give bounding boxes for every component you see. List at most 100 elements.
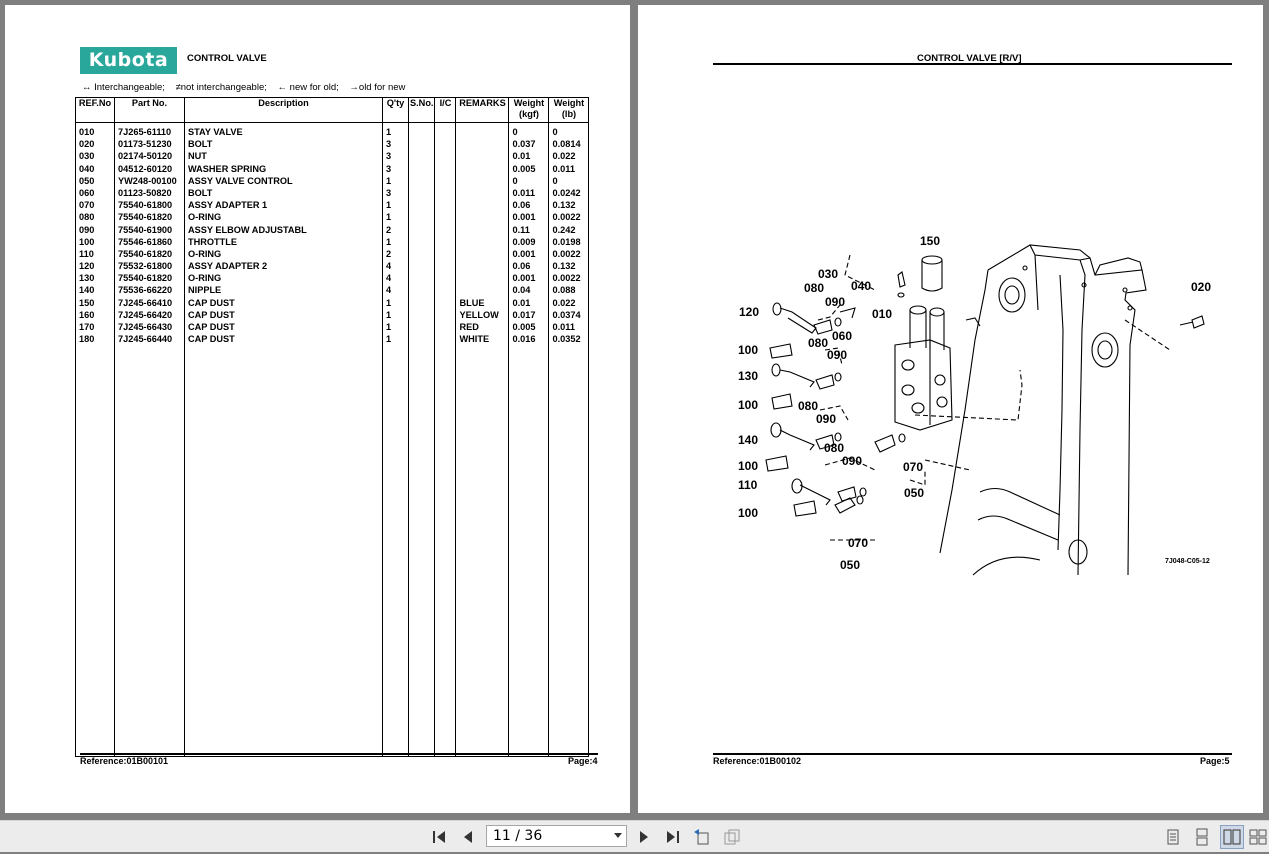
cell-ic <box>434 223 457 236</box>
cell-ref-no: 120 <box>75 260 115 273</box>
cell-part-no: 75540-61800 <box>114 199 185 212</box>
cell-s-no <box>407 333 436 346</box>
two-page-continuous-button[interactable] <box>1248 827 1268 847</box>
cap-dust-shape <box>921 255 943 292</box>
next-page-button[interactable] <box>633 827 653 847</box>
cell-part-no: 75540-61820 <box>114 272 185 285</box>
cell-part-no: 01123-50820 <box>114 186 185 200</box>
previous-page-button[interactable] <box>459 827 479 847</box>
cell-part-no: 04512-60120 <box>114 162 185 175</box>
cell-s-no <box>407 162 436 175</box>
callout-090-d: 090 <box>842 454 862 468</box>
cell-description: ASSY ADAPTER 1 <box>184 199 383 212</box>
cell-part-no: 01173-51230 <box>114 138 185 151</box>
cell-part-no: 75540-61820 <box>114 247 185 261</box>
right-title-rule <box>713 63 1232 65</box>
callout-100: 100 <box>738 343 758 357</box>
previous-view-icon <box>694 829 709 845</box>
callout-080-b: 080 <box>808 336 828 350</box>
cell-part-no: 02174-50120 <box>114 150 185 163</box>
callout-110: 110 <box>738 478 758 492</box>
cell-ref-no: 010 <box>75 122 115 139</box>
cell-description: STAY VALVE <box>184 122 383 139</box>
cell-remarks: BLUE <box>455 296 510 309</box>
control-valve-body <box>894 305 953 431</box>
cell-s-no <box>407 138 436 151</box>
cell-remarks <box>455 284 510 297</box>
continuous-page-icon <box>1196 828 1208 846</box>
cell-weight-lb: 0.022 <box>548 296 590 309</box>
callout-050-b: 050 <box>840 558 860 572</box>
cell-s-no <box>407 321 436 334</box>
single-page-view-button[interactable] <box>1163 827 1183 847</box>
cell-description: O-RING <box>184 211 383 224</box>
cell-ref-no: 110 <box>75 247 115 261</box>
cell-ref-no: 050 <box>75 174 115 187</box>
cell-weight-lb: 0.0022 <box>548 272 590 285</box>
cell-s-no <box>407 186 436 200</box>
cell-part-no: 7J245-66420 <box>114 308 185 321</box>
cell-s-no <box>407 174 436 187</box>
previous-page-icon <box>464 831 472 843</box>
cell-weight-lb: 0.0352 <box>548 333 590 346</box>
cell-ref-no: 030 <box>75 150 115 163</box>
cell-description: CAP DUST <box>184 333 383 346</box>
cell-remarks <box>455 272 510 285</box>
filler-cell <box>75 345 115 758</box>
cell-ref-no: 150 <box>75 296 115 309</box>
page-number-select[interactable]: 11 / 36 <box>486 825 627 847</box>
cell-part-no: 7J245-66410 <box>114 296 185 309</box>
cell-weight-lb: 0.0022 <box>548 247 590 261</box>
single-page-icon <box>1167 829 1179 845</box>
cell-ref-no: 130 <box>75 272 115 285</box>
filler-cell <box>114 345 185 758</box>
next-view-button[interactable] <box>722 827 742 847</box>
continuous-view-button[interactable] <box>1192 827 1212 847</box>
callout-050: 050 <box>904 486 924 500</box>
cell-ic <box>434 308 457 321</box>
cell-weight-lb: 0.0242 <box>548 186 590 200</box>
cell-s-no <box>407 150 436 163</box>
cell-weight-lb: 0.0198 <box>548 235 590 248</box>
previous-view-button[interactable] <box>692 827 712 847</box>
cell-part-no: 7J265-61110 <box>114 122 185 139</box>
cell-description: WASHER SPRING <box>184 162 383 175</box>
weight-lb-label: Weight <box>553 98 585 108</box>
callout-130: 130 <box>738 369 758 383</box>
cell-weight-lb: 0.0814 <box>548 138 590 151</box>
filler-cell <box>508 345 550 758</box>
last-page-button[interactable] <box>662 827 682 847</box>
two-page-view-button[interactable] <box>1220 825 1244 849</box>
cell-remarks: YELLOW <box>455 308 510 321</box>
right-page <box>638 5 1263 813</box>
cell-ic <box>434 186 457 200</box>
cell-part-no: 75540-61820 <box>114 211 185 224</box>
cell-s-no <box>407 235 436 248</box>
cell-weight-lb: 0.0374 <box>548 308 590 321</box>
cell-qty: 3 <box>382 162 409 175</box>
left-footer-rule <box>80 753 598 755</box>
callout-080: 080 <box>804 281 824 295</box>
cell-qty: 1 <box>382 122 409 139</box>
callout-080-c: 080 <box>798 399 818 413</box>
left-footer-reference: Reference:01B00101 <box>80 756 169 766</box>
parts-table: REF.No Part No. Description Q'ty S.No. I… <box>75 97 590 758</box>
cell-s-no <box>407 211 436 224</box>
cell-ic <box>434 150 457 163</box>
first-page-button[interactable] <box>430 827 450 847</box>
cell-qty: 1 <box>382 321 409 334</box>
cell-ic <box>434 174 457 187</box>
cell-s-no <box>407 308 436 321</box>
cell-s-no <box>407 284 436 297</box>
cell-part-no: 7J245-66430 <box>114 321 185 334</box>
callout-100-c: 100 <box>738 459 758 473</box>
cell-description: O-RING <box>184 272 383 285</box>
cell-qty: 3 <box>382 138 409 151</box>
callout-100-b: 100 <box>738 398 758 412</box>
callout-090: 090 <box>825 295 845 309</box>
next-view-icon <box>724 829 740 845</box>
